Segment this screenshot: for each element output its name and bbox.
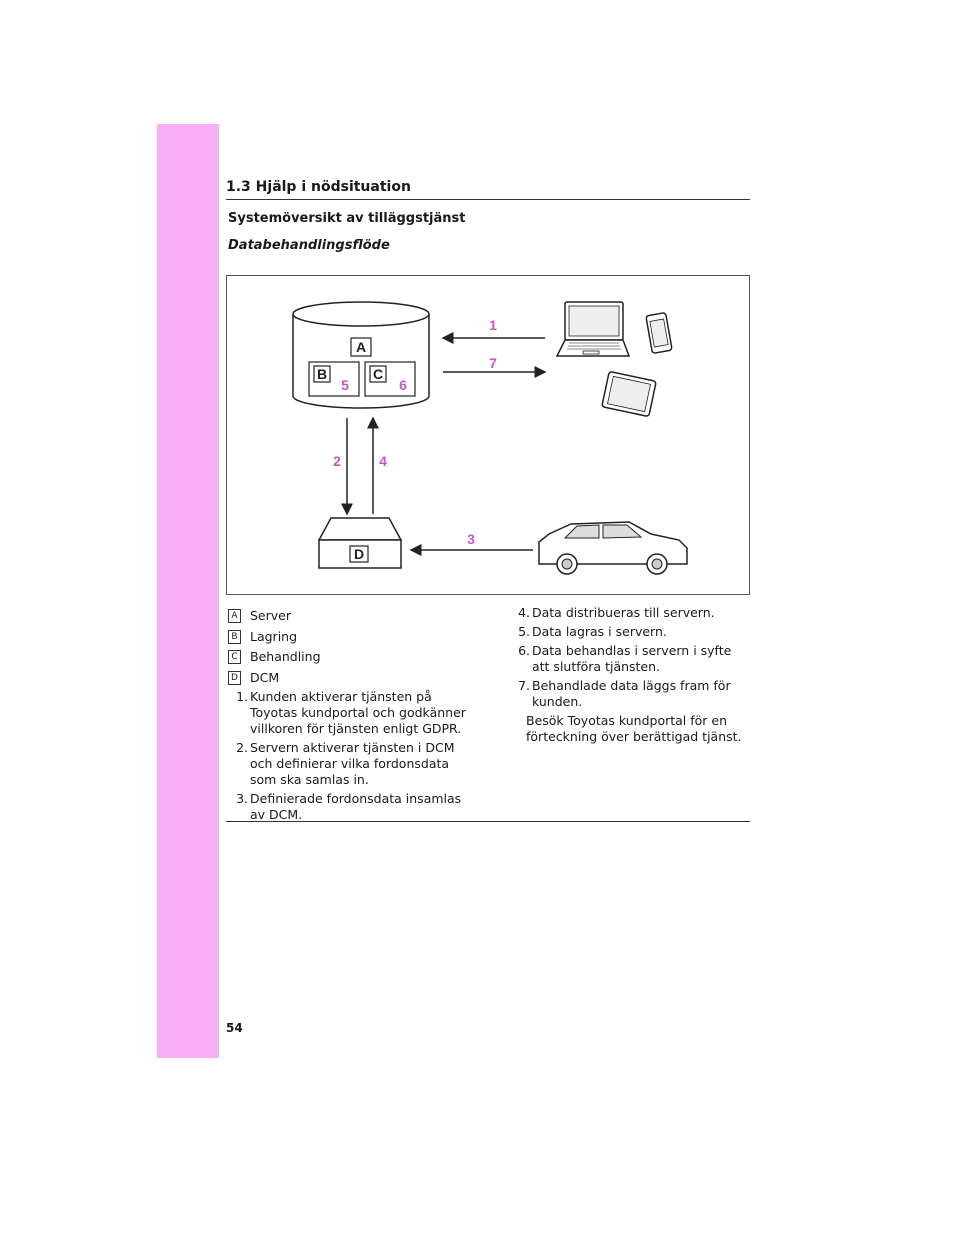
step-number: 5. bbox=[518, 624, 530, 639]
legend-item-server: A Server bbox=[228, 606, 478, 627]
legend-key: C bbox=[228, 650, 241, 665]
dcm-label-box bbox=[349, 545, 369, 563]
footer-divider bbox=[226, 821, 750, 822]
step-number: 1. bbox=[236, 689, 248, 704]
step-text: Data distribueras till servern. bbox=[532, 605, 715, 620]
legend-item-storage: B Lagring bbox=[228, 627, 478, 648]
car-icon bbox=[538, 521, 688, 575]
step-label-3: 3 bbox=[467, 531, 475, 547]
legend-label: Behandling bbox=[250, 649, 321, 664]
legend-item-processing: C Behandling bbox=[228, 647, 478, 668]
legend-label: Lagring bbox=[250, 628, 298, 644]
step-text: Data behandlas i servern i syfte att slu… bbox=[532, 643, 732, 674]
step-label-6: 6 bbox=[399, 377, 407, 393]
step-number: 3. bbox=[236, 791, 248, 806]
step-text: Servern aktiverar tjänsten i DCM och def… bbox=[250, 740, 455, 787]
list-item: 4. Data distribueras till servern. bbox=[510, 605, 750, 621]
page-number: 54 bbox=[226, 1021, 243, 1035]
legend-label: Server bbox=[250, 608, 291, 623]
portal-note: Besök Toyotas kundportal för en förteckn… bbox=[526, 713, 742, 744]
step-number: 2. bbox=[236, 740, 248, 755]
step-number: 6. bbox=[518, 643, 530, 658]
step-number: 4. bbox=[518, 605, 530, 620]
legend-and-steps-left: A Server B Lagring C Behandling D DCM 1.… bbox=[228, 606, 478, 826]
step-label-5: 5 bbox=[341, 377, 349, 393]
list-item: 6. Data behandlas i servern i syfte att … bbox=[510, 643, 750, 675]
step-label-1: 1 bbox=[489, 317, 497, 333]
smartphone-icon bbox=[645, 312, 673, 354]
legend-item-dcm: D DCM bbox=[228, 668, 478, 689]
step-label-4: 4 bbox=[379, 453, 387, 469]
processing-label-box bbox=[369, 365, 387, 383]
laptop-icon bbox=[555, 301, 631, 357]
list-item: 7. Behandlade data läggs fram för kunden… bbox=[510, 678, 750, 710]
server-label-box bbox=[350, 337, 372, 357]
storage-label: B bbox=[317, 366, 327, 382]
step-number: 7. bbox=[518, 678, 530, 693]
step-label-7: 7 bbox=[489, 355, 497, 371]
tablet-icon bbox=[601, 371, 657, 417]
steps-list-right: 4. Data distribueras till servern. 5. Da… bbox=[510, 605, 750, 745]
section-title: 1.3 Hjälp i nödsituation bbox=[226, 179, 411, 195]
server-label: A bbox=[356, 339, 366, 355]
step-text: Behandlade data läggs fram för kunden. bbox=[532, 678, 731, 709]
processing-label: C bbox=[373, 366, 383, 382]
storage-label-box bbox=[313, 365, 331, 383]
step-text: Kunden aktiverar tjänsten på Toyotas kun… bbox=[250, 689, 466, 736]
dcm-label: D bbox=[354, 546, 364, 562]
legend-key: B bbox=[228, 629, 241, 644]
list-item: 3. Definierade fordonsdata insamlas av D… bbox=[228, 791, 478, 823]
list-item: 2. Servern aktiverar tjänsten i DCM och … bbox=[228, 740, 478, 788]
step-text: Definierade fordonsdata insamlas av DCM. bbox=[250, 791, 462, 822]
list-item: 5. Data lagras i servern. bbox=[510, 624, 750, 640]
legend-key: A bbox=[228, 609, 241, 624]
list-item: 1. Kunden aktiverar tjänsten på Toyotas … bbox=[228, 689, 478, 737]
data-flow-diagram: A B 5 C 6 1 7 bbox=[226, 275, 750, 595]
legend-key: D bbox=[228, 670, 241, 685]
diagram-title: Databehandlingsflöde bbox=[228, 238, 390, 253]
chapter-color-bar bbox=[157, 124, 219, 1058]
page-subtitle: Systemöversikt av tilläggstjänst bbox=[228, 211, 466, 226]
legend-label: DCM bbox=[250, 669, 280, 685]
steps-list-left: 1. Kunden aktiverar tjänsten på Toyotas … bbox=[228, 689, 478, 823]
step-text: Data lagras i servern. bbox=[532, 624, 667, 639]
step-label-2: 2 bbox=[333, 453, 341, 469]
header-divider bbox=[226, 199, 750, 200]
